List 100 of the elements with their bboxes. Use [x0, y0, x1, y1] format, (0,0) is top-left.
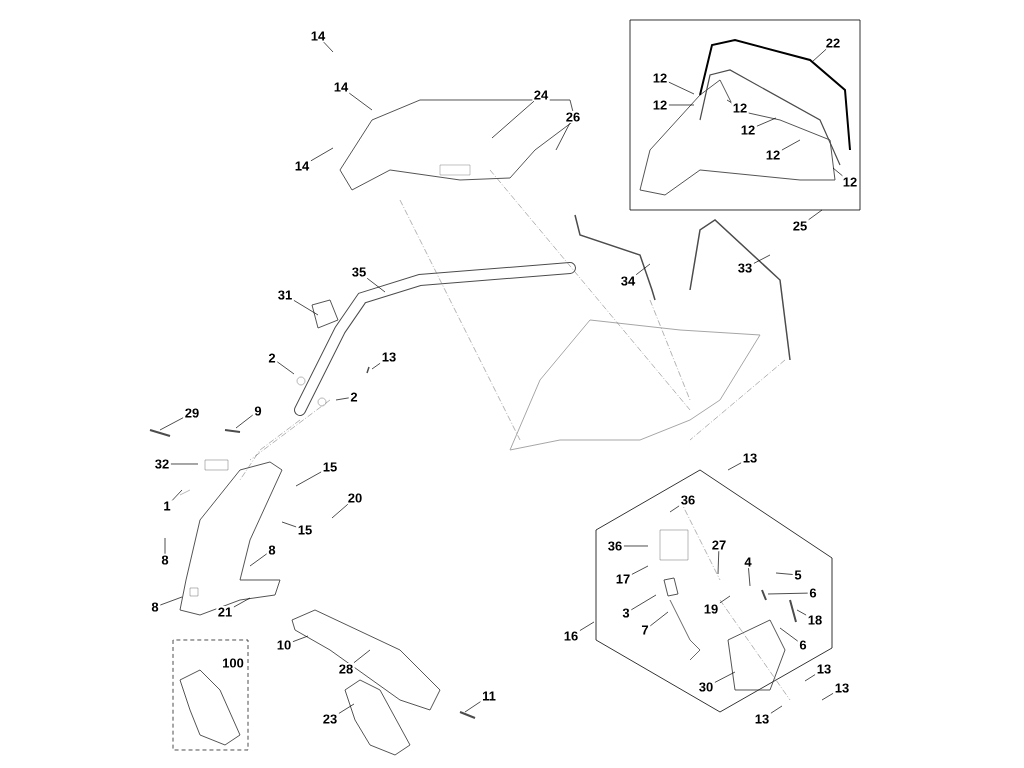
callout-number: 13 — [753, 712, 771, 726]
leader-line — [767, 592, 809, 595]
callout-number: 25 — [791, 219, 809, 233]
callout-number: 11 — [480, 690, 498, 702]
leader-line — [233, 597, 251, 608]
callout-number: 10 — [275, 638, 293, 652]
callout-number: 32 — [153, 457, 171, 471]
callout-number: 36 — [679, 493, 697, 507]
leader-line — [727, 462, 742, 471]
leader-line — [717, 550, 720, 575]
callout-number: 24 — [532, 89, 550, 101]
leader-line — [464, 701, 481, 713]
callout-number: 7 — [639, 624, 651, 636]
callout-number: 29 — [183, 406, 201, 420]
leader-line — [669, 505, 680, 513]
callout-number: 12 — [764, 149, 782, 161]
callout-number: 8 — [159, 553, 171, 567]
leader-line — [796, 609, 807, 616]
callout-number: 3 — [620, 606, 632, 620]
leader-line — [555, 122, 571, 151]
leader-line — [338, 703, 355, 714]
callout-number: 9 — [252, 404, 264, 418]
leader-line — [331, 503, 349, 519]
callout-number: 4 — [742, 556, 754, 568]
leader-line — [821, 693, 834, 701]
callout-number: 35 — [350, 265, 368, 279]
callout-number: 22 — [824, 37, 842, 49]
leader-line — [756, 117, 777, 127]
leader-line — [249, 553, 268, 567]
leader-line — [276, 361, 295, 375]
callout-number: 100 — [220, 656, 246, 670]
callout-number: 27 — [710, 539, 728, 551]
callout-number: 23 — [321, 712, 339, 726]
leader-line — [171, 489, 183, 501]
leader-line — [323, 41, 334, 53]
leader-line — [804, 674, 816, 682]
callout-number: 2 — [266, 352, 278, 364]
callout-number: 14 — [293, 160, 311, 172]
callout-number: 31 — [276, 288, 294, 302]
callout-number: 12 — [651, 99, 669, 111]
callout-number: 34 — [619, 274, 637, 288]
leader-line — [630, 594, 657, 611]
leader-line — [281, 521, 297, 528]
leader-line — [366, 277, 386, 293]
callout-number: 13 — [833, 681, 851, 695]
leader-line — [159, 596, 183, 606]
leader-line — [293, 300, 319, 316]
callout-number: 17 — [614, 573, 632, 585]
leader-line — [491, 100, 535, 139]
leader-line — [779, 627, 799, 642]
callout-number: 8 — [149, 600, 161, 614]
callout-number: 6 — [797, 638, 809, 652]
leader-line — [649, 611, 669, 627]
callout-number: 6 — [807, 586, 819, 600]
leader-line — [348, 92, 373, 111]
leader-line — [631, 565, 649, 575]
callout-number: 20 — [346, 491, 364, 505]
callout-number: 30 — [697, 680, 715, 694]
callout-number: 15 — [296, 524, 314, 536]
callout-number: 19 — [702, 602, 720, 616]
callout-number: 33 — [736, 261, 754, 275]
leader-line — [811, 48, 827, 63]
callout-number: 16 — [562, 629, 580, 643]
callout-number: 14 — [309, 30, 327, 42]
leader-line — [159, 417, 184, 431]
callout-number: 12 — [739, 124, 757, 136]
callout-number: 5 — [792, 569, 804, 581]
leader-line — [832, 167, 843, 177]
leader-line — [235, 414, 254, 429]
callout-number: 18 — [806, 613, 824, 627]
leader-line — [668, 81, 695, 95]
leader-line — [292, 635, 309, 642]
leader-line — [295, 471, 322, 487]
leader-line — [808, 209, 823, 221]
leader-line — [719, 595, 731, 604]
callout-number: 21 — [216, 606, 234, 618]
callout-number: 12 — [841, 176, 859, 188]
leader-line — [579, 621, 595, 631]
leader-line — [775, 572, 794, 575]
callout-number: 36 — [606, 539, 624, 553]
leader-line — [770, 705, 783, 714]
callout-number: 26 — [564, 110, 582, 124]
callout-number: 28 — [337, 662, 355, 676]
callout-number: 8 — [266, 543, 278, 557]
callout-number: 12 — [651, 72, 669, 84]
callout-number: 13 — [741, 451, 759, 465]
leader-line — [753, 254, 771, 264]
leader-line — [353, 649, 371, 664]
leader-line — [164, 537, 166, 555]
leader-line — [748, 567, 751, 587]
callout-number: 1 — [161, 500, 173, 512]
leader-line — [635, 263, 651, 276]
callout-number: 13 — [380, 350, 398, 364]
callout-number: 2 — [348, 391, 360, 403]
leader-line — [371, 362, 381, 370]
leader-line — [170, 463, 199, 465]
callout-number: 14 — [332, 81, 350, 93]
callout-number: 15 — [321, 461, 339, 473]
leader-line — [668, 104, 695, 106]
leader-line — [335, 397, 350, 401]
